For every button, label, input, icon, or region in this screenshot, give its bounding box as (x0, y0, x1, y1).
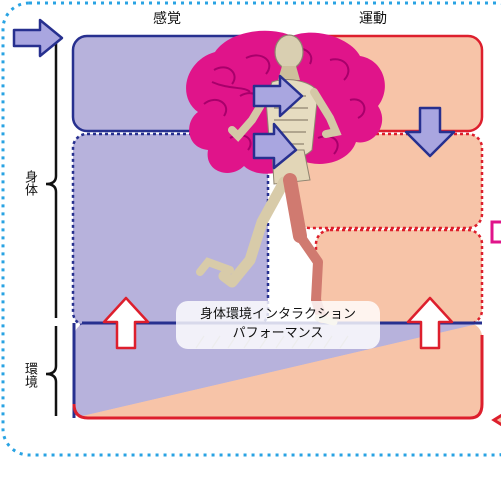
arrow-right-icon (252, 122, 298, 170)
arrow-right-icon (12, 18, 64, 58)
body-bracket (45, 40, 58, 318)
outer-dotted-frame (1, 1, 501, 457)
right-edge-magenta-mark (490, 220, 501, 244)
body-label: 身体 (22, 170, 37, 196)
motor-header: 運動 (359, 11, 387, 27)
environment-bracket (45, 326, 58, 416)
arrow-up-icon (102, 296, 150, 350)
arrow-down-icon (404, 106, 456, 158)
environment-label: 環境 (22, 362, 37, 388)
right-edge-red-arrow (491, 413, 501, 427)
arrow-up-icon (406, 296, 454, 350)
interaction-caption: 身体環境インタラクション パフォーマンス (176, 301, 380, 349)
caption-line-1: 身体環境インタラクション (199, 307, 356, 322)
arrow-right-icon (252, 74, 304, 118)
sensing-header: 感覚 (153, 11, 181, 27)
caption-line-2: パフォーマンス (232, 326, 324, 341)
